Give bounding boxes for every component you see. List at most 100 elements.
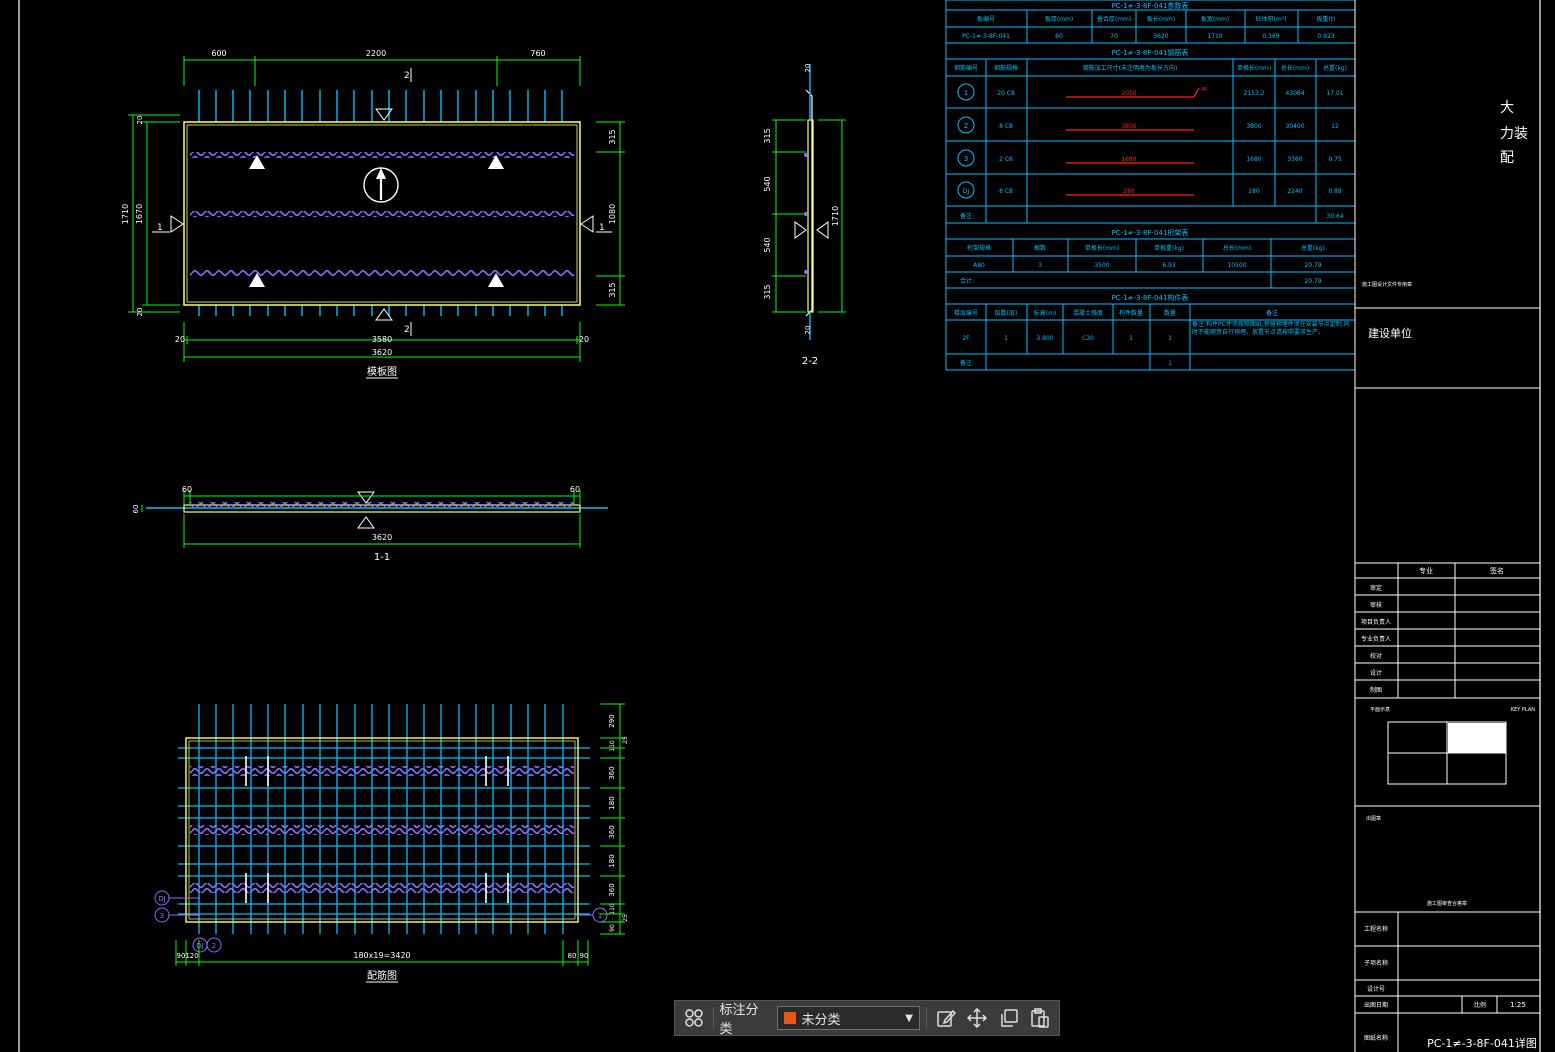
sign-row-label: 审定	[1370, 584, 1382, 592]
plan-truss[interactable]	[190, 152, 574, 158]
sign-row-label: 专业负责人	[1361, 635, 1391, 643]
title-tag: 大	[1500, 100, 1514, 116]
rebar-truss[interactable]	[190, 825, 574, 835]
title-tag: 配	[1500, 150, 1514, 166]
table-cell: 0.923	[1317, 33, 1334, 40]
dim-text: 1670	[135, 204, 144, 224]
section-marker-icon	[170, 215, 184, 233]
copy-icon[interactable]	[996, 1005, 1022, 1031]
dim-text: 315	[763, 128, 772, 143]
drawing-name: PC-1≠-3-8F-041详图	[1427, 1036, 1537, 1050]
edit-icon[interactable]	[933, 1005, 959, 1031]
section-label: 2	[404, 71, 410, 81]
dim-text: 120	[185, 952, 198, 960]
table-header: 板编号	[977, 15, 995, 23]
table-cell: 备注:	[960, 359, 974, 367]
schedule-tables[interactable]	[945, 0, 1356, 371]
title-block[interactable]	[1354, 0, 1540, 1052]
section-1-1-view[interactable]: 60 60 3620 60 1-1	[132, 485, 608, 563]
chevron-down-icon: ▼	[905, 1012, 913, 1024]
key-plan-highlight	[1448, 723, 1506, 753]
dim-text: 20	[579, 335, 589, 344]
grid-apps-icon[interactable]	[681, 1005, 707, 1031]
table-header: 总重(kg)	[1301, 244, 1325, 252]
rebar-dimensions	[175, 703, 625, 966]
paste-icon[interactable]	[1027, 1005, 1053, 1031]
table-cell: 30.64	[1326, 213, 1343, 220]
table-cell: 1	[1004, 335, 1008, 342]
dim-text: 180x19=3420	[353, 951, 410, 960]
annotation-category-select[interactable]: 未分类 ▼	[776, 1006, 920, 1030]
rebar-truss[interactable]	[190, 766, 574, 776]
dim-text: 20	[175, 335, 185, 344]
section-marker-icon	[816, 221, 829, 239]
table-header: 层数(层)	[995, 309, 1018, 317]
stamp-label: 出图章	[1366, 815, 1381, 822]
table-cell: 60	[1055, 33, 1063, 40]
table-header: 混凝土强度	[1073, 309, 1103, 317]
sign-row-label: 审核	[1370, 601, 1382, 609]
table-header: 板长(mm)	[1147, 15, 1175, 23]
rebar-number: 1	[964, 89, 968, 97]
dim-text: 360	[608, 766, 616, 779]
category-selected-value: 未分类	[801, 1012, 841, 1028]
table-cell: 8 C8	[999, 123, 1013, 130]
rebar-dim: 2050	[1121, 90, 1136, 97]
table-header: 构件数量	[1119, 309, 1143, 317]
lifting-point-icon	[488, 155, 504, 169]
table-cell: 3360	[1287, 156, 1302, 163]
dim-text: 25	[622, 736, 629, 744]
table-header: 数量	[1164, 309, 1176, 317]
stamp-sub-label: 施工图审查合格章	[1427, 900, 1467, 907]
table-cell: 备注:	[960, 212, 974, 220]
dim-text: 20	[136, 116, 144, 125]
table-title: PC-1≠-3-8F-041钢筋表	[1112, 48, 1189, 57]
key-plan-label: KEY PLAN	[1511, 707, 1535, 713]
dim-text: 290	[608, 714, 616, 727]
table-cell: 2F	[962, 335, 970, 342]
scale-value: 1:25	[1510, 1001, 1526, 1009]
plan-truss[interactable]	[190, 211, 574, 217]
dim-text: 110	[609, 740, 616, 752]
rebar-callout-label: DJ	[158, 895, 165, 903]
rebar-callout-label: 1	[598, 912, 602, 920]
move-icon[interactable]	[964, 1005, 990, 1031]
schedule-text: PC-1≠-3-8F-041参数表 板编号 板厚(mm) 叠合厚(mm) 板长(…	[954, 1, 1350, 367]
rebar-truss[interactable]	[190, 883, 574, 893]
table-header: 总长(mm)	[1281, 64, 1309, 72]
table-cell: 70	[1110, 33, 1118, 40]
table-header: 钢筋编号	[954, 64, 978, 72]
plan-view[interactable]: 2 2 1 1 600 2200 760 20 3580 20 3620 171…	[121, 49, 625, 379]
dim-text: 110	[609, 903, 616, 915]
rebar-callout-label: 2	[212, 942, 216, 950]
rebar-dim: 280	[1123, 188, 1135, 195]
table-cell: 1	[1168, 335, 1172, 342]
section-marker-icon	[794, 221, 807, 239]
annotation-toolbar[interactable]: 标注分类 未分类 ▼	[674, 1000, 1060, 1037]
lifting-point-icon	[249, 273, 265, 287]
toolbar-separator	[712, 1007, 714, 1029]
rebar-view[interactable]: DJ 3 DJ 2 1 90 120 180x19=3420 80 90 290…	[154, 703, 629, 983]
table-cell: 12	[1331, 123, 1339, 130]
table-cell: 0.75	[1328, 156, 1342, 163]
rebar-grid	[178, 704, 590, 934]
section-label: 2	[404, 325, 410, 335]
rebar-dim: 3800	[1121, 123, 1136, 130]
section-2-2-view[interactable]: 315 540 540 315 1710 20 20 2-2	[763, 64, 846, 367]
table-header: 板厚(mm)	[1045, 15, 1073, 23]
plan-slab-outline[interactable]	[183, 121, 581, 306]
table-header: 叠合厚(mm)	[1097, 15, 1131, 23]
section-marker-icon	[357, 491, 375, 504]
drawing-frame	[18, 0, 1541, 1052]
table-cell: 1680	[1246, 156, 1261, 163]
owner-label: 建设单位	[1368, 326, 1412, 340]
table-cell: C30	[1082, 335, 1094, 342]
table-header: 板宽(mm)	[1201, 15, 1229, 23]
annotation-category-label: 标注分类	[719, 1003, 759, 1037]
dim-text: 25	[622, 914, 629, 922]
plan-truss[interactable]	[190, 270, 574, 276]
view-caption: 1-1	[374, 552, 390, 563]
section-label: 1	[157, 223, 163, 233]
rebar-slab-outline[interactable]	[185, 737, 579, 923]
